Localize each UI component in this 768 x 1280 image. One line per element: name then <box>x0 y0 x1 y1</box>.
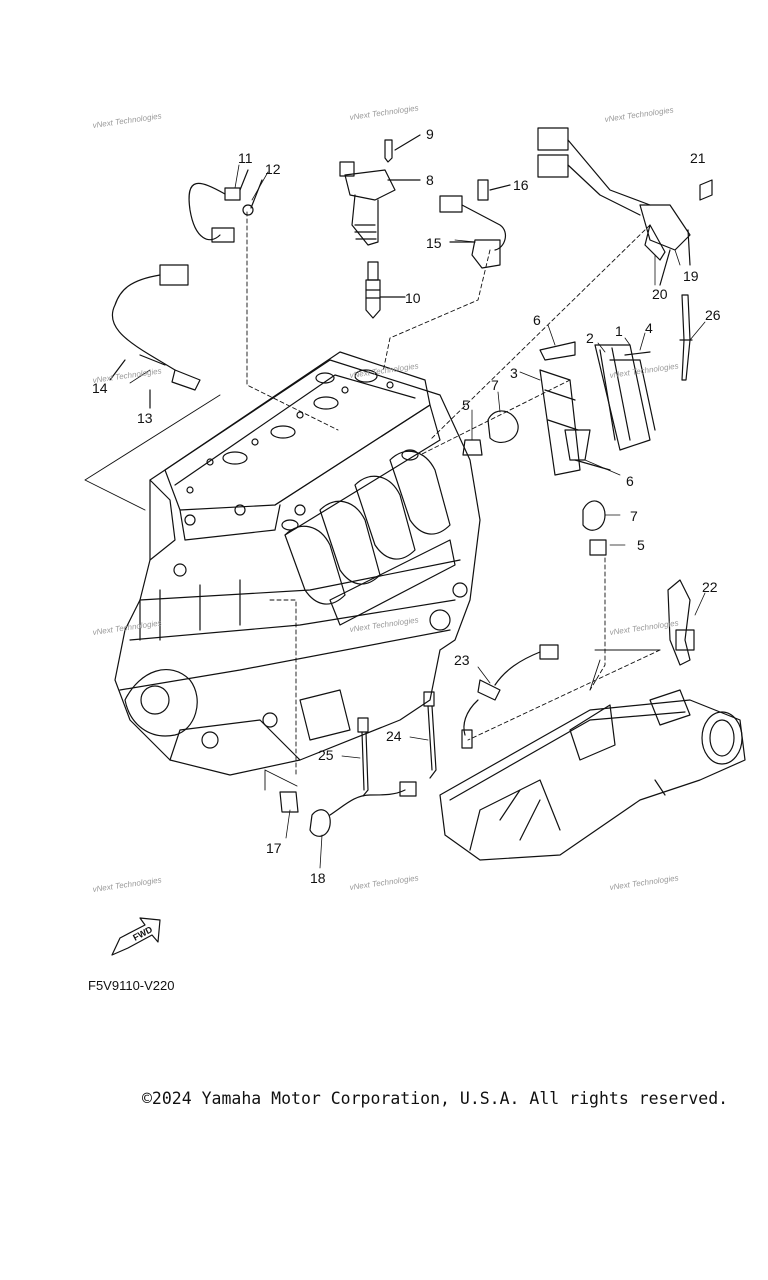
sensor-part-15 <box>439 179 511 269</box>
callout-numbers: 1 2 3 4 5 5 6 6 7 7 8 9 10 11 12 13 14 1… <box>92 126 721 886</box>
reference-code: F5V9110-V220 <box>88 978 175 993</box>
callout-25: 25 <box>318 747 334 763</box>
callout-19: 19 <box>683 268 699 284</box>
sensor-part-23 <box>461 644 559 749</box>
svg-text:vNext Technologies: vNext Technologies <box>349 103 419 122</box>
sensor-part-11 <box>188 169 263 243</box>
svg-text:vNext Technologies: vNext Technologies <box>92 111 162 130</box>
callout-22: 22 <box>702 579 718 595</box>
callout-11: 11 <box>238 150 253 166</box>
exhaust-assembly <box>439 689 746 861</box>
callout-14: 14 <box>92 380 108 396</box>
callout-6: 6 <box>626 473 634 489</box>
callout-6: 6 <box>533 312 541 328</box>
watermarks: vNext Technologies vNext Technologies vN… <box>92 103 679 894</box>
spark-plug-part-10 <box>365 261 406 319</box>
svg-text:vNext Technologies: vNext Technologies <box>349 873 419 892</box>
callout-leaders <box>129 164 706 869</box>
callout-17: 17 <box>266 840 282 856</box>
callout-1: 1 <box>615 323 623 339</box>
callout-13: 13 <box>137 410 153 426</box>
cable-tie-parts-24-25 <box>357 691 437 797</box>
callout-16: 16 <box>513 177 529 193</box>
leader-lines <box>246 211 661 776</box>
callout-10: 10 <box>405 290 421 306</box>
callout-18: 18 <box>310 870 326 886</box>
callout-5: 5 <box>637 537 645 553</box>
svg-text:vNext Technologies: vNext Technologies <box>609 873 679 892</box>
svg-text:vNext Technologies: vNext Technologies <box>92 875 162 894</box>
bracket-parts-1-2-3 <box>539 341 656 476</box>
sensor-part-17 <box>279 781 417 837</box>
callout-3: 3 <box>510 365 518 381</box>
callout-26: 26 <box>705 307 721 323</box>
clip-part-26 <box>679 294 693 381</box>
callout-24: 24 <box>386 728 402 744</box>
svg-text:vNext Technologies: vNext Technologies <box>609 618 679 637</box>
sensor-part-13 <box>109 264 201 409</box>
callout-9: 9 <box>426 126 434 142</box>
harness-part-19 <box>537 127 713 286</box>
callout-12: 12 <box>265 161 281 177</box>
grommet-parts-5-7 <box>462 410 607 556</box>
callout-8: 8 <box>426 172 434 188</box>
callout-7: 7 <box>630 508 638 524</box>
callout-20: 20 <box>652 286 668 302</box>
ignition-coil-part-8 <box>339 161 421 246</box>
callout-5: 5 <box>462 397 470 413</box>
callout-23: 23 <box>454 652 470 668</box>
parts-diagram: vNext Technologies vNext Technologies vN… <box>84 103 746 993</box>
callout-15: 15 <box>426 235 442 251</box>
svg-text:vNext Technologies: vNext Technologies <box>604 105 674 124</box>
sensor-part-22 <box>667 579 695 666</box>
svg-text:vNext Technologies: vNext Technologies <box>349 615 419 634</box>
bolt-part-9 <box>384 134 421 163</box>
callout-7: 7 <box>491 377 499 393</box>
leader-lines-solid <box>84 394 661 791</box>
fwd-arrow-icon <box>111 917 161 956</box>
callout-2: 2 <box>586 330 594 346</box>
callout-21: 21 <box>690 150 706 166</box>
engine-block <box>114 351 481 776</box>
copyright-notice: ©2024 Yamaha Motor Corporation, U.S.A. A… <box>142 1089 729 1108</box>
callout-4: 4 <box>645 320 653 336</box>
svg-text:vNext Technologies: vNext Technologies <box>92 618 162 637</box>
